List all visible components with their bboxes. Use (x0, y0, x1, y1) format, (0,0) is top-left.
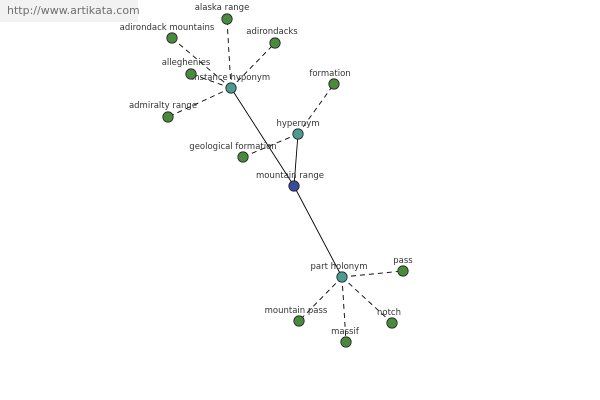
node-label-notch: notch (377, 308, 401, 318)
node-mountain-range[interactable] (288, 180, 300, 192)
edge-hypernym-formation (297, 83, 335, 135)
node-instance-hyponym[interactable] (225, 82, 237, 94)
edge-mountain-range-instance-hyponym (230, 87, 295, 187)
node-adirondacks[interactable] (269, 37, 281, 49)
node-label-admiralty-range: admiralty range (129, 101, 197, 111)
node-label-hypernym: hypernym (276, 119, 319, 129)
edge-part-holonym-massif (341, 276, 347, 343)
node-label-massif: massif (331, 327, 360, 337)
node-pass[interactable] (397, 265, 409, 277)
graph-nodes: mountain range instance hyponym hypernym pa… (120, 3, 413, 348)
edge-part-holonym-notch (341, 276, 393, 324)
edge-hypernym-geological-formation (242, 133, 299, 158)
edge-instance-hyponym-adirondacks (230, 42, 276, 89)
node-label-alaska-range: alaska range (195, 3, 250, 13)
graph-edges (167, 18, 404, 343)
node-label-pass: pass (393, 256, 413, 266)
node-label-geological-formation: geological formation (189, 142, 276, 152)
node-admiralty-range[interactable] (162, 111, 174, 123)
node-label-mountain-pass: mountain pass (265, 306, 328, 316)
node-label-part-holonym: part holonym (311, 262, 368, 272)
node-hypernym[interactable] (292, 128, 304, 140)
edge-mountain-range-part-holonym (293, 185, 343, 278)
edge-instance-hyponym-admiralty-range (167, 87, 232, 118)
node-notch[interactable] (386, 317, 398, 329)
node-mountain-pass[interactable] (293, 315, 305, 327)
edge-instance-hyponym-alleghenies (190, 73, 232, 89)
node-alaska-range[interactable] (221, 13, 233, 25)
edge-instance-hyponym-adirondack-mountains (171, 37, 232, 89)
edge-part-holonym-mountain-pass (298, 276, 343, 322)
node-adirondack-mountains[interactable] (166, 32, 178, 44)
node-massif[interactable] (340, 336, 352, 348)
node-label-alleghenies: alleghenies (162, 58, 211, 68)
node-alleghenies[interactable] (185, 68, 197, 80)
node-label-adirondack-mountains: adirondack mountains (120, 23, 215, 33)
edge-mountain-range-hypernym (293, 133, 299, 187)
node-label-adirondacks: adirondacks (246, 27, 298, 37)
node-part-holonym[interactable] (336, 271, 348, 283)
node-label-instance-hyponym: instance hyponym (192, 73, 270, 83)
node-label-mountain-range: mountain range (256, 171, 324, 181)
node-formation[interactable] (328, 78, 340, 90)
node-label-formation: formation (309, 69, 350, 79)
watermark: http://www.artikata.com (0, 0, 140, 22)
node-geological-formation[interactable] (237, 151, 249, 163)
edge-instance-hyponym-alaska-range (226, 18, 232, 89)
edge-part-holonym-pass (341, 270, 404, 278)
